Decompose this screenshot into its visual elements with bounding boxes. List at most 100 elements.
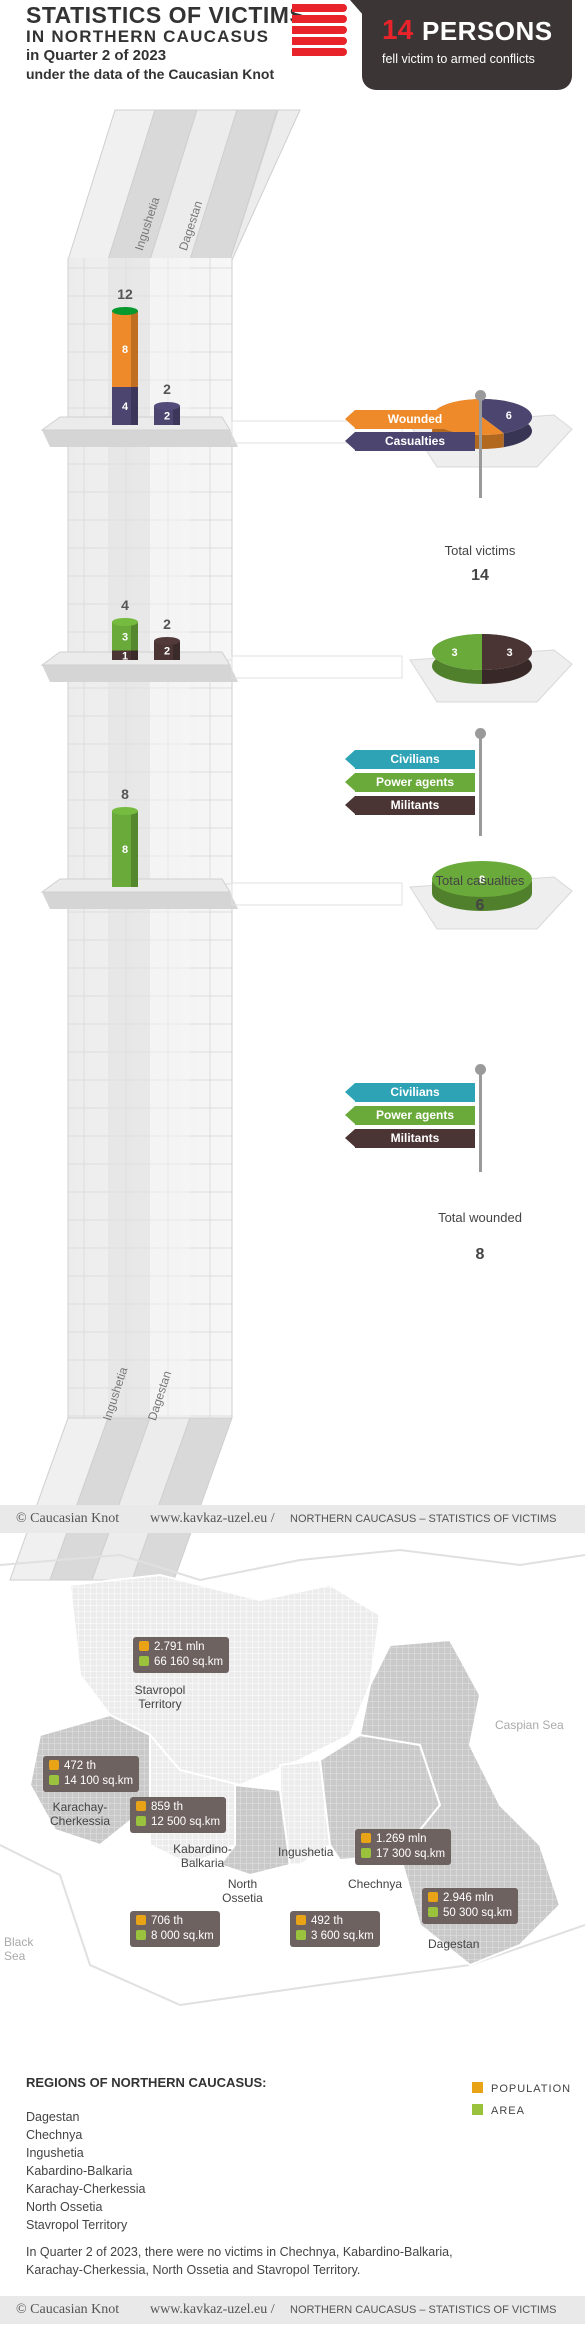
platform xyxy=(42,892,238,909)
chart-panels: 481222681342233888 xyxy=(40,286,573,930)
karachay-area: 14 100 sq.km xyxy=(64,1775,134,1787)
bar-segment-label: 3 xyxy=(122,631,128,643)
title-line-2: IN NORTHERN CAUCASUS xyxy=(26,27,270,46)
region-item: Chechnya xyxy=(26,2128,83,2142)
population-icon xyxy=(136,1915,146,1925)
legend-power-agents-3: Power agents xyxy=(345,1106,475,1125)
map-legend-area: AREA xyxy=(472,2104,525,2117)
legend-civilians-2: Civilians xyxy=(345,750,475,769)
dagestan-area: 50 300 sq.km xyxy=(443,1907,513,1919)
karachay-population: 472 th xyxy=(64,1760,96,1772)
infobox-dagestan: 2.946 mln 50 300 sq.km xyxy=(422,1888,519,1924)
legend-pole-top-2 xyxy=(475,728,486,739)
map-label-ingushetia: Ingushetia xyxy=(278,1845,334,1859)
legend-power-agents-2: Power agents xyxy=(345,773,475,792)
legend-casualties: Casualties xyxy=(345,432,475,451)
bar-segment-label: 4 xyxy=(122,401,129,413)
legend-pole-2 xyxy=(479,736,482,836)
ossetia-area: 8 000 sq.km xyxy=(151,1930,214,1942)
area-icon xyxy=(472,2104,483,2115)
legend-wounded: Wounded xyxy=(345,410,475,429)
footer-copyright: © Caucasian Knot xyxy=(16,2302,120,2317)
bar-segment-label: 1 xyxy=(122,650,128,662)
footer-bottom: © Caucasian Knot www.kavkaz-uzel.eu / NO… xyxy=(0,2296,585,2324)
title-line-3: in Quarter 2 of 2023 xyxy=(26,47,167,64)
legend-pole-3 xyxy=(479,1072,482,1172)
map-caspian-sea: Caspian Sea xyxy=(495,1718,564,1732)
map-legend-population: POPULATION xyxy=(472,2082,571,2095)
bar-cap xyxy=(154,402,180,410)
area-icon xyxy=(136,1816,146,1826)
ingushetia-area: 3 600 sq.km xyxy=(311,1930,374,1942)
grid-body xyxy=(67,258,233,1418)
population-icon xyxy=(428,1892,438,1902)
footer-section: NORTHERN CAUCASUS – STATISTICS OF VICTIM… xyxy=(290,2304,557,2316)
population-icon xyxy=(472,2082,483,2093)
infobox-karachay: 472 th 14 100 sq.km xyxy=(43,1756,140,1792)
map-label-dagestan: Dagestan xyxy=(428,1937,480,1951)
footer-top: © Caucasian Knot www.kavkaz-uzel.eu / NO… xyxy=(0,1505,585,1533)
pie-slice-label: 3 xyxy=(506,647,512,659)
footer-section: NORTHERN CAUCASUS – STATISTICS OF VICTIM… xyxy=(290,1513,557,1525)
population-icon xyxy=(139,1641,149,1651)
total-persons-number: 14 xyxy=(382,14,414,45)
area-icon xyxy=(49,1775,59,1785)
pie-title-1: Total victims xyxy=(444,543,516,558)
bar-segment-shade xyxy=(131,387,138,425)
bar-total-label: 8 xyxy=(121,786,129,802)
bar-segment-shade xyxy=(131,622,138,651)
bar-segment-label: 2 xyxy=(164,646,170,658)
region-item: Karachay-Cherkessia xyxy=(26,2182,146,2196)
pie-slice xyxy=(432,861,532,897)
kabardino-population: 859 th xyxy=(151,1801,183,1813)
north-caucasus-map xyxy=(0,1548,585,2007)
bar-cap xyxy=(112,807,138,815)
map-label-chechnya: Chechnya xyxy=(348,1877,403,1891)
map-black-sea: Black Sea xyxy=(4,1935,34,1963)
region-item: North Ossetia xyxy=(26,2200,103,2214)
map-label-north-ossetia: North Ossetia xyxy=(222,1877,263,1905)
ingushetia-population: 492 th xyxy=(311,1915,343,1927)
bullets-icon xyxy=(292,4,347,59)
stavropol-area: 66 160 sq.km xyxy=(154,1656,224,1668)
legend-pole-1 xyxy=(479,398,482,498)
no-victims-note: In Quarter 2 of 2023, there were no vict… xyxy=(26,2245,453,2277)
population-icon xyxy=(296,1915,306,1925)
dagestan-population: 2.946 mln xyxy=(443,1892,494,1904)
legend-area-label: AREA xyxy=(491,2105,525,2117)
bar-segment-shade xyxy=(131,311,138,387)
infobox-stavropol: 2.791 mln 66 160 sq.km xyxy=(133,1637,230,1673)
region-item: Dagestan xyxy=(26,2110,80,2124)
region-item: Stavropol Territory xyxy=(26,2218,128,2232)
top-columns xyxy=(67,109,301,261)
ossetia-population: 706 th xyxy=(151,1915,183,1927)
bar-segment-shade xyxy=(173,406,180,425)
region-item: Kabardino-Balkaria xyxy=(26,2164,133,2178)
footer-url[interactable]: www.kavkaz-uzel.eu / xyxy=(150,2302,275,2317)
stavropol-population: 2.791 mln xyxy=(154,1641,205,1653)
pie-total-3: 8 xyxy=(475,1246,485,1263)
map-label-karachay: Karachay-Cherkessia xyxy=(49,1800,111,1828)
chechnya-population: 1.269 mln xyxy=(376,1833,427,1845)
population-icon xyxy=(361,1833,371,1843)
kabardino-area: 12 500 sq.km xyxy=(151,1816,221,1828)
bar-segment xyxy=(112,650,138,660)
pie-slice-label: 8 xyxy=(479,874,485,886)
bottom-columns xyxy=(9,1417,233,1581)
bar-total-label: 4 xyxy=(121,597,129,613)
pie-slice-label: 6 xyxy=(506,410,512,422)
area-icon xyxy=(296,1930,306,1940)
title-line-4: under the data of the Caucasian Knot xyxy=(26,66,275,82)
region-item: Ingushetia xyxy=(26,2146,84,2160)
total-persons-box: 14 PERSONS fell victim to armed conflict… xyxy=(362,0,572,90)
map-label-stavropol: Stavropol Territory xyxy=(134,1683,186,1711)
bar-segment-label: 2 xyxy=(164,411,170,423)
header-box-tail xyxy=(350,0,364,16)
bar-segment-label: 8 xyxy=(122,844,128,856)
infobox-ingushetia: 492 th 3 600 sq.km xyxy=(290,1911,380,1947)
pie-title-3: Total wounded xyxy=(438,1210,522,1225)
bar-segment-shade xyxy=(131,811,138,887)
footer-url[interactable]: www.kavkaz-uzel.eu / xyxy=(150,1511,275,1526)
pie-slice xyxy=(482,399,532,434)
area-icon xyxy=(361,1848,371,1858)
